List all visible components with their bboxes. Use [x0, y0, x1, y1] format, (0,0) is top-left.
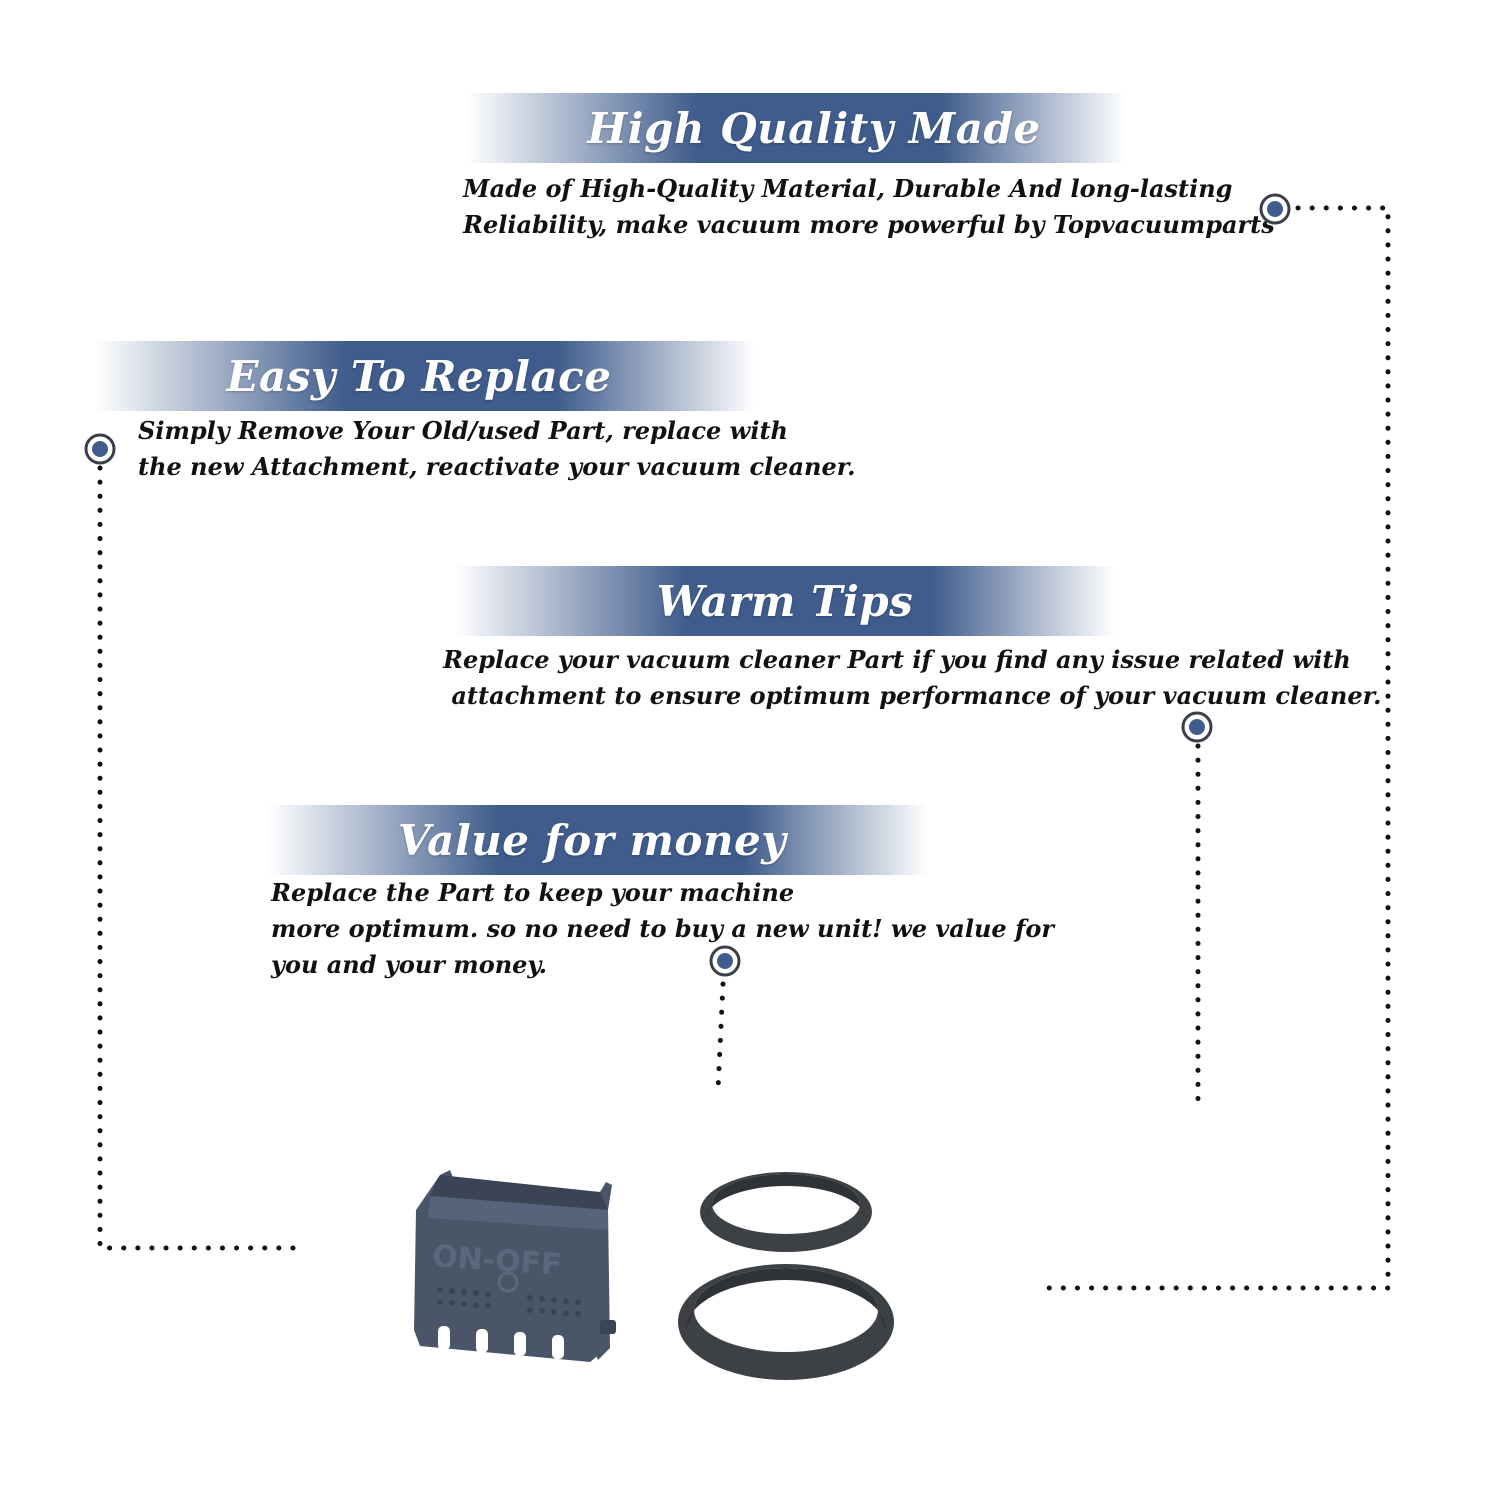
feature-description-value-money: Replace the Part to keep your machine mo… — [271, 875, 1054, 983]
banner-high-quality: High Quality Made — [466, 93, 1126, 163]
feature-description-easy-replace: Simply Remove Your Old/used Part, replac… — [138, 413, 856, 485]
bullet-marker-icon — [1181, 711, 1213, 743]
bullet-marker-icon — [84, 433, 116, 465]
description-line: attachment to ensure optimum performance… — [443, 681, 1382, 710]
feature-title: High Quality Made — [587, 103, 1041, 153]
feature-description-high-quality: Made of High-Quality Material, Durable A… — [463, 171, 1275, 243]
description-line: Made of High-Quality Material, Durable A… — [463, 174, 1233, 203]
product-image: ON-OFF — [414, 1170, 894, 1380]
switch-part-icon: ON-OFF — [414, 1170, 616, 1362]
power-icon — [497, 1271, 519, 1293]
description-line: you and your money. — [271, 950, 547, 979]
description-line: Simply Remove Your Old/used Part, replac… — [138, 416, 788, 445]
bullet-marker-icon — [1259, 193, 1291, 225]
banner-easy-replace: Easy To Replace — [95, 341, 755, 411]
description-line: Replace the Part to keep your machine — [271, 878, 795, 907]
connector-value-money — [715, 981, 726, 1093]
bullet-marker-icon — [709, 945, 741, 977]
connector-easy-replace — [97, 465, 299, 1251]
belt-icon — [678, 1172, 894, 1380]
feature-title: Warm Tips — [656, 576, 914, 626]
description-line: the new Attachment, reactivate your vacu… — [138, 452, 856, 481]
feature-description-warm-tips: Replace your vacuum cleaner Part if you … — [443, 642, 1381, 714]
banner-warm-tips: Warm Tips — [455, 566, 1115, 636]
banner-value-money: Value for money — [268, 805, 928, 875]
description-line: more optimum. so no need to buy a new un… — [271, 914, 1054, 943]
feature-title: Value for money — [397, 815, 787, 865]
description-line: Reliability, make vacuum more powerful b… — [463, 210, 1275, 239]
description-line: Replace your vacuum cleaner Part if you … — [443, 645, 1351, 674]
connector-high-quality — [1035, 205, 1391, 1291]
feature-title: Easy To Replace — [226, 351, 612, 401]
